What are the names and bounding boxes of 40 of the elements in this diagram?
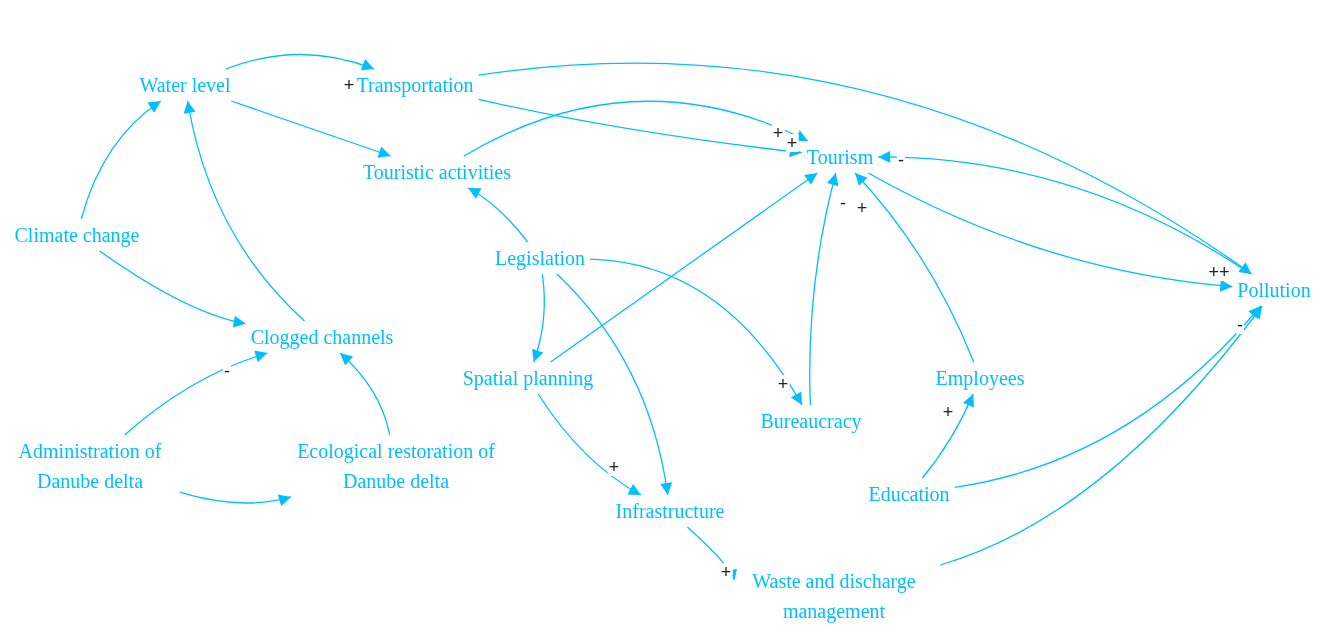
arrow xyxy=(953,305,1262,489)
node-label: Spatial planning xyxy=(462,367,594,389)
arrow xyxy=(877,151,1252,275)
arrow xyxy=(867,172,1233,292)
node-label: Water level xyxy=(139,74,231,96)
arrow xyxy=(183,100,306,322)
node-label: Transportation xyxy=(356,74,474,96)
node-label: Employees xyxy=(935,367,1025,389)
node-label: Climate change xyxy=(14,224,140,246)
arrow xyxy=(589,258,803,406)
polarity-sign: + xyxy=(719,563,733,581)
arrow xyxy=(80,100,162,220)
node-label: Infrastructure xyxy=(615,500,725,522)
arrow xyxy=(531,273,545,363)
node-label: Administration of Danube delta xyxy=(18,440,162,492)
arrow xyxy=(537,393,642,496)
node-label: Pollution xyxy=(1237,279,1311,301)
arrow xyxy=(477,62,1253,275)
node-label: Ecological restoration of Danube delta xyxy=(297,440,495,492)
arrow xyxy=(230,100,392,158)
node-label: Education xyxy=(868,483,950,505)
arrow xyxy=(939,305,1263,566)
node-label: Touristic activities xyxy=(363,161,511,183)
arrow xyxy=(854,172,975,363)
arrow xyxy=(124,350,269,436)
node-label: Bureaucracy xyxy=(760,410,862,432)
node-label: Waste and discharge management xyxy=(752,570,916,622)
arrow xyxy=(556,273,672,496)
arrow xyxy=(339,352,391,436)
polarity-sign: + xyxy=(785,134,799,152)
arrow xyxy=(225,53,375,71)
arrow xyxy=(921,393,974,479)
arrow xyxy=(98,250,247,328)
node-label: Legislation xyxy=(495,247,585,269)
arrow xyxy=(809,172,839,406)
arrow xyxy=(467,187,529,243)
node-label: Tourism xyxy=(806,146,874,168)
node-label: Clogged channels xyxy=(250,326,394,348)
arrow xyxy=(549,172,819,363)
arrow xyxy=(179,491,292,506)
